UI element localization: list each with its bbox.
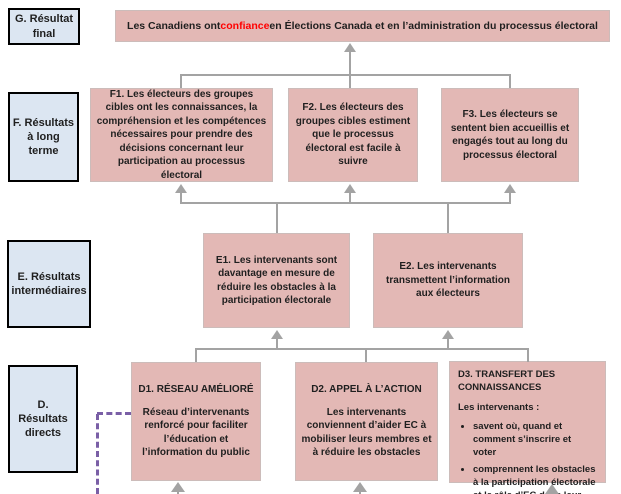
connector-stub-d3 xyxy=(527,349,529,362)
connector-stub-e2 xyxy=(447,203,449,233)
connector-shaft-f1 xyxy=(180,192,182,203)
bullet-item: comprennent les obstacles à la participa… xyxy=(473,464,597,494)
outcome-box-f1: F1. Les électeurs des groupes cibles ont… xyxy=(90,88,273,182)
connector-shaft-e2 xyxy=(447,338,449,349)
connector-shaft-f2 xyxy=(349,192,351,203)
outcome-box-d2: D2. APPEL À L’ACTION Les intervenants co… xyxy=(295,362,438,481)
outcome-box-e2-text: E2. Les intervenants transmettent l’info… xyxy=(386,261,510,300)
outcome-box-f1-text: F1. Les électeurs des groupes cibles ont… xyxy=(96,88,267,181)
row-label-f-text: F. Résultats à long terme xyxy=(12,116,75,158)
outcome-box-d3-lead: Les intervenants : xyxy=(458,401,540,413)
arrowhead-into-g xyxy=(344,43,356,52)
connector-stub-d2 xyxy=(365,349,367,362)
outcome-box-d1-title: D1. RÉSEAU AMÉLIORÉ xyxy=(138,384,254,396)
outcome-box-d2-title: D2. APPEL À L’ACTION xyxy=(311,384,422,396)
row-label-e-text: E. Résultats intermédiaires xyxy=(11,270,87,297)
arrowhead-into-f1 xyxy=(175,184,187,193)
connector-shaft-f3 xyxy=(509,192,511,203)
row-label-d-text: D. Résultats directs xyxy=(18,398,68,440)
connector-shaft-g xyxy=(349,52,351,88)
outcome-box-d1: D1. RÉSEAU AMÉLIORÉ Réseau d’intervenant… xyxy=(131,362,261,481)
connector-stub-f1 xyxy=(180,75,182,88)
arrowhead-into-d3 xyxy=(545,484,559,494)
arrowhead-into-d1 xyxy=(171,482,185,492)
row-label-g-text: G. Résultat final xyxy=(14,13,74,40)
connector-shaft-d1 xyxy=(177,491,179,494)
connector-shaft-e1 xyxy=(276,338,278,349)
connector-rail-f-to-g xyxy=(180,74,511,76)
row-label-e: E. Résultats intermédiaires xyxy=(7,240,91,328)
row-label-f: F. Résultats à long terme xyxy=(8,92,79,182)
outcome-box-e1-text: E1. Les intervenants sont davantage en m… xyxy=(215,254,338,307)
connector-stub-d1 xyxy=(195,349,197,362)
arrowhead-into-e2 xyxy=(442,330,454,339)
purple-dashed-connector-vertical xyxy=(96,414,99,494)
connector-shaft-d2 xyxy=(359,491,361,494)
connector-stub-e1 xyxy=(276,203,278,233)
outcome-box-f3-text: F3. Les électeurs se sentent bien accuei… xyxy=(450,109,570,161)
outcome-box-d3: D3. TRANSFERT DES CONNAISSANCES Les inte… xyxy=(449,361,606,494)
row-label-g: G. Résultat final xyxy=(8,8,80,45)
connector-rail-d-to-e xyxy=(195,348,529,350)
final-outcome-suffix: en Élections Canada et en l’administrati… xyxy=(269,19,598,32)
connector-stub-f3 xyxy=(509,75,511,88)
outcome-box-f2-text: F2. Les électeurs des groupes cibles est… xyxy=(295,102,411,168)
outcome-box-f2: F2. Les électeurs des groupes cibles est… xyxy=(288,88,418,182)
purple-dashed-connector-horizontal xyxy=(97,412,131,415)
outcome-box-d3-bullet-list: savent où, quand et comment s’inscrire e… xyxy=(458,421,597,494)
row-label-d: D. Résultats directs xyxy=(8,365,78,473)
arrowhead-into-f3 xyxy=(504,184,516,193)
outcome-box-d1-text: Réseau d’intervenants renforcé pour faci… xyxy=(142,406,250,459)
arrowhead-into-e1 xyxy=(271,330,283,339)
arrowhead-into-f2 xyxy=(344,184,356,193)
outcome-box-d3-title: D3. TRANSFERT DES CONNAISSANCES xyxy=(458,369,556,393)
outcome-box-d2-text: Les intervenants conviennent d’aider EC … xyxy=(301,406,432,459)
final-outcome-box: Les Canadiens ont confiance en Élections… xyxy=(115,10,610,42)
final-outcome-prefix: Les Canadiens ont xyxy=(127,19,221,32)
outcome-box-e2: E2. Les intervenants transmettent l’info… xyxy=(373,233,523,328)
final-outcome-highlight: confiance xyxy=(220,19,270,32)
bullet-item: savent où, quand et comment s’inscrire e… xyxy=(473,421,597,459)
outcome-box-e1: E1. Les intervenants sont davantage en m… xyxy=(203,233,350,328)
outcome-box-f3: F3. Les électeurs se sentent bien accuei… xyxy=(441,88,579,182)
arrowhead-into-d2 xyxy=(353,482,367,492)
connector-rail-e-to-f xyxy=(180,202,511,204)
